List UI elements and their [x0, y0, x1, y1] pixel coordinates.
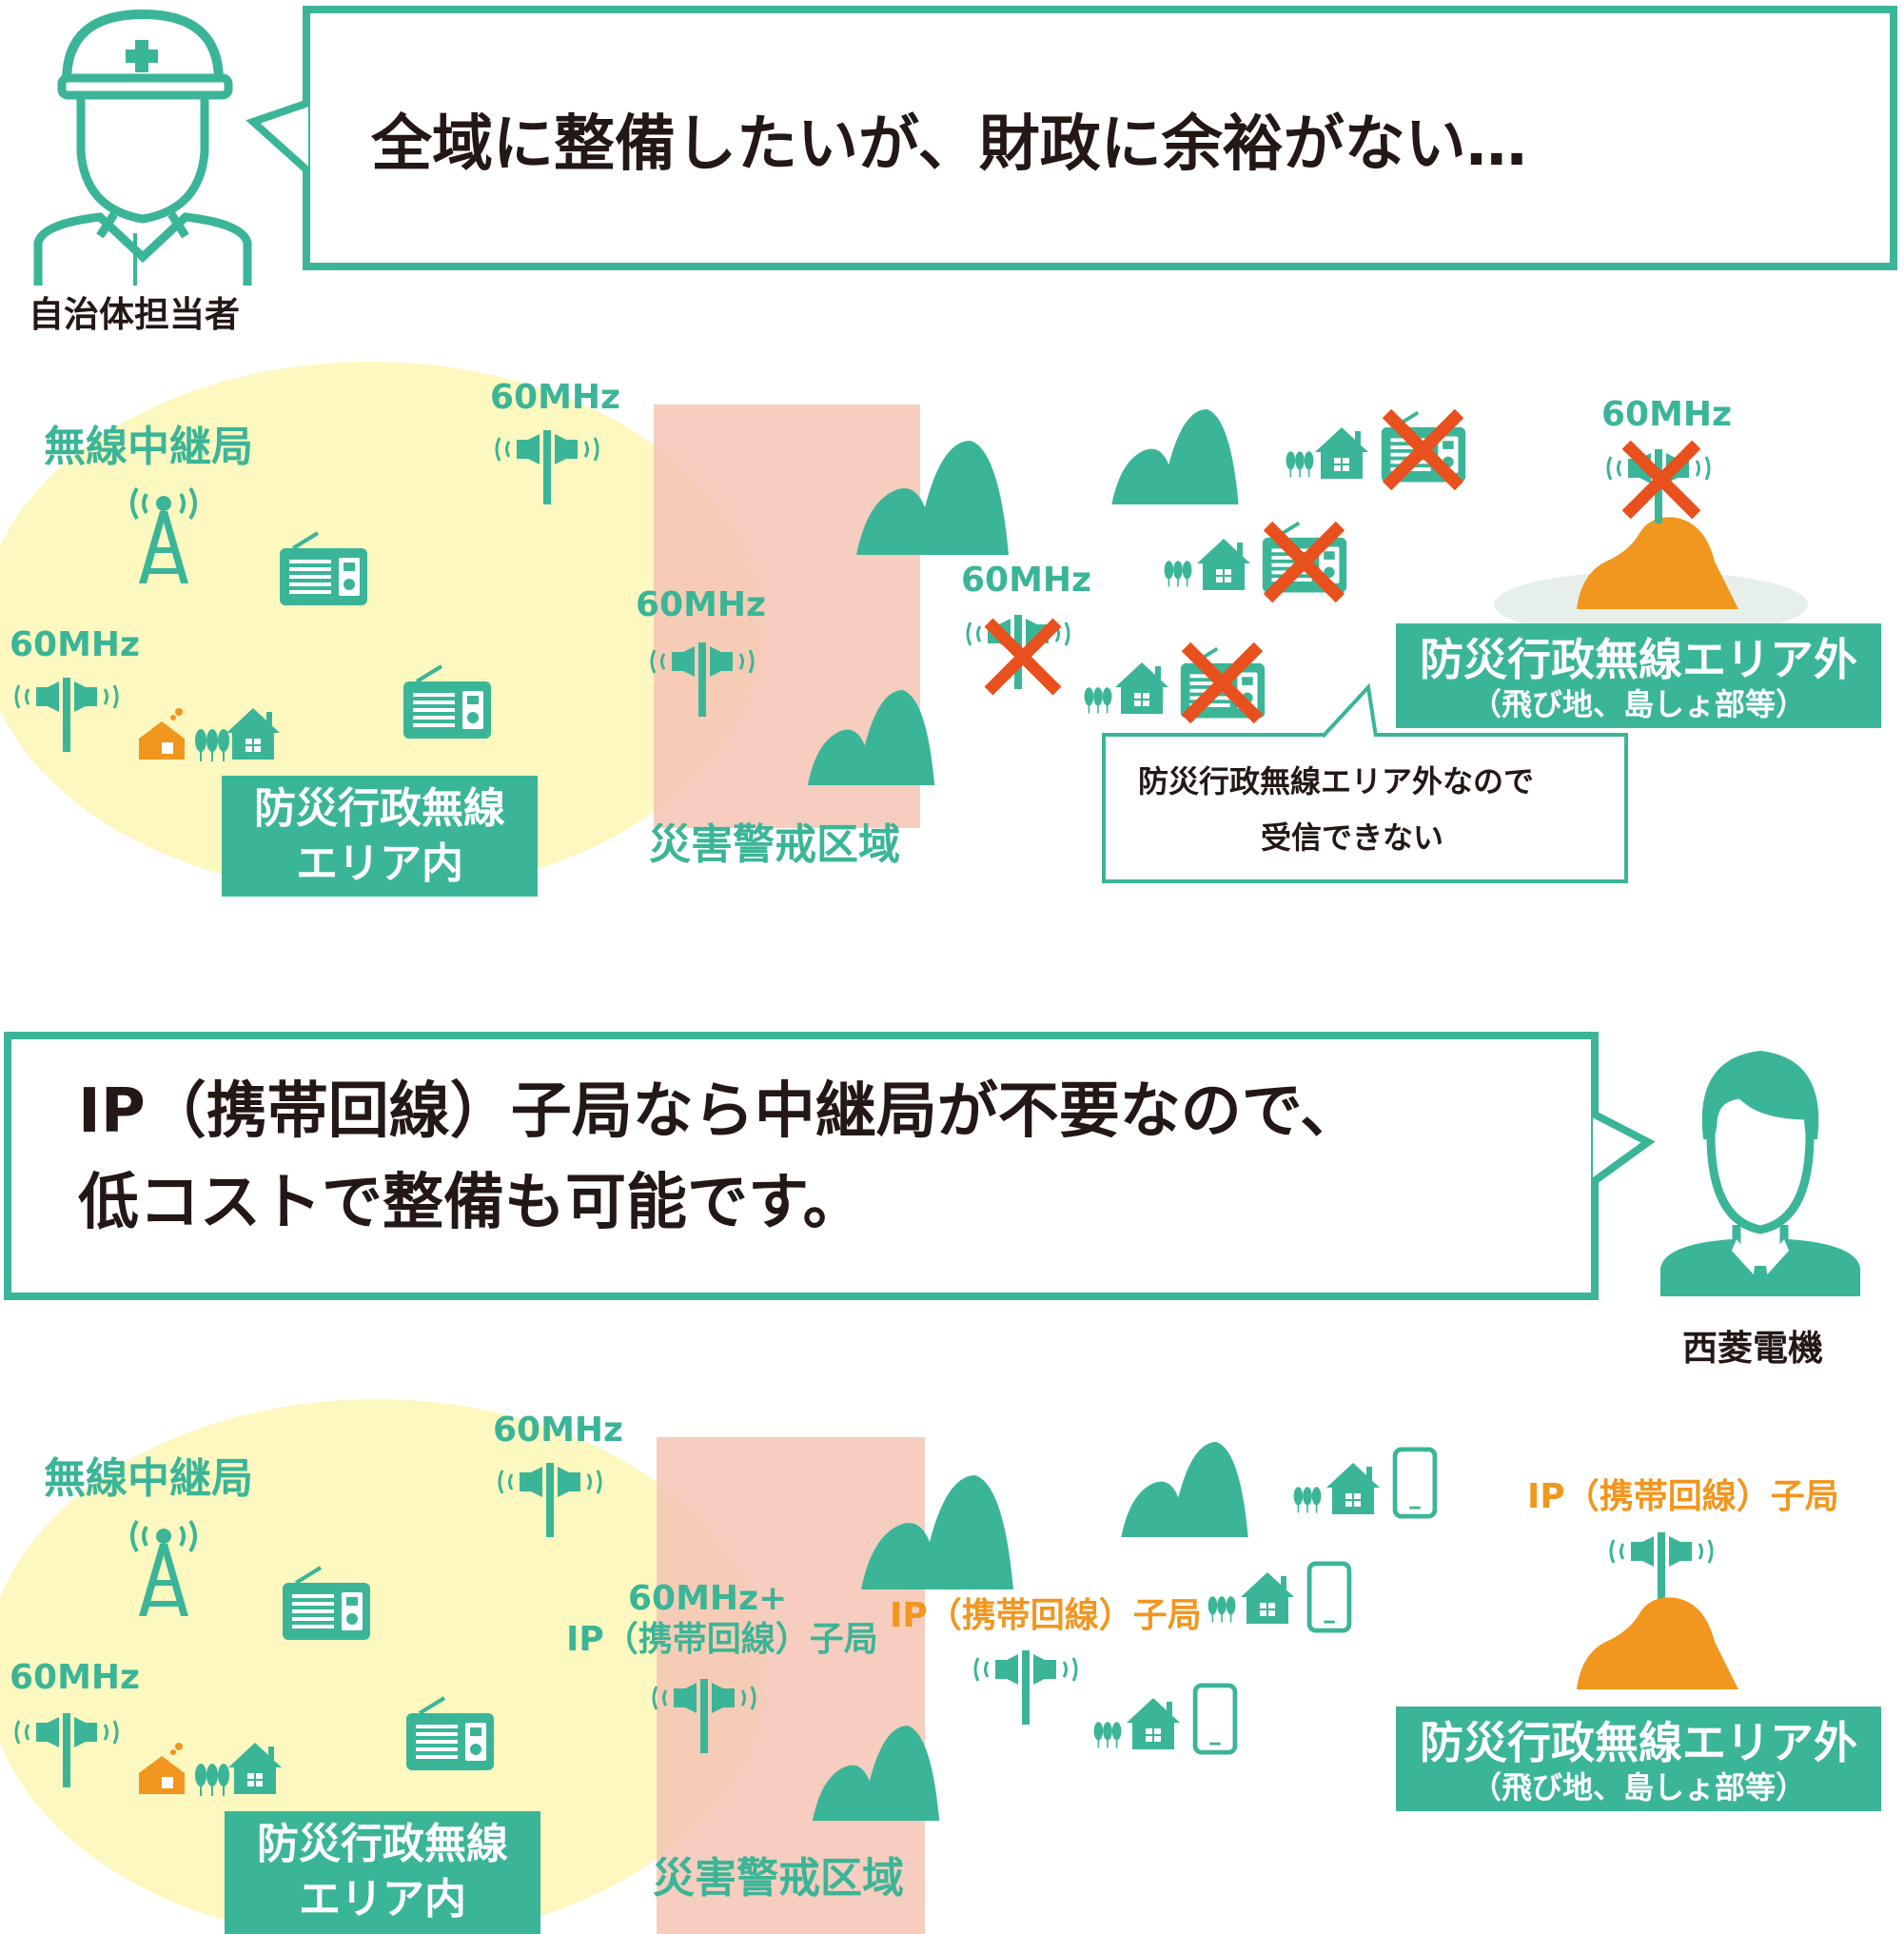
- freq-label: 60MHz: [10, 625, 141, 664]
- freq-label: 60MHz: [490, 378, 621, 417]
- trees-icon: [193, 1760, 231, 1798]
- house-icon: [225, 704, 282, 761]
- speaker-icon: [10, 1702, 124, 1787]
- speaker-icon: [645, 631, 759, 717]
- speaker-icon: [969, 1639, 1083, 1725]
- speech-text-seiryo: IP（携帯回線）子局なら中継局が不要なので、 低コストで整備も可能です。: [78, 1066, 1361, 1249]
- person-label-seiryo: 西菱電機: [1682, 1328, 1823, 1369]
- freq-label: 60MHz: [636, 585, 767, 624]
- mountain-icon: [1094, 409, 1256, 504]
- inside-area-label: 防災行政無線 エリア内: [225, 1811, 540, 1934]
- cross-mark-icon: [1259, 517, 1349, 607]
- speaker-icon: [647, 1668, 761, 1753]
- house-icon: [226, 1739, 284, 1796]
- outside-area-title: 防災行政無線エリア外: [1420, 1717, 1857, 1768]
- mountain-icon: [856, 441, 1009, 555]
- outside-area-title: 防災行政無線エリア外: [1420, 634, 1857, 685]
- speech-bubble-tail: [245, 99, 311, 174]
- warning-zone-label: 災害警戒区域: [653, 1854, 904, 1903]
- mountain-icon: [797, 1726, 954, 1821]
- trees-icon: [1083, 683, 1113, 716]
- speech-text-municipal: 全域に整備したいが、財政に余裕がない…: [371, 109, 1527, 180]
- relay-tower-icon: [126, 481, 202, 585]
- mountain-icon: [1104, 1442, 1266, 1537]
- outside-area-label: 防災行政無線エリア外 （飛び地、島しょ部等）: [1396, 1707, 1881, 1811]
- speaker-icon: [10, 666, 124, 752]
- house-orange-icon: [133, 704, 190, 761]
- outside-area-sub: （飛び地、島しょ部等）: [1470, 1769, 1806, 1806]
- relay-station-label: 無線中継局: [44, 423, 253, 471]
- inside-area-label-line2: エリア内: [299, 1875, 466, 1924]
- speech-line2: 低コストで整備も可能です。: [78, 1168, 864, 1238]
- trees-icon: [1207, 1592, 1237, 1625]
- trees-icon: [1092, 1718, 1123, 1750]
- island-hill-icon: [1572, 1594, 1743, 1689]
- speaker-icon: [493, 1451, 607, 1537]
- trees-icon: [1163, 557, 1193, 589]
- ip-station-label: IP（携帯回線）子局: [890, 1596, 1202, 1635]
- trees-icon: [1292, 1483, 1323, 1515]
- house-icon: [1195, 535, 1252, 592]
- house-icon: [1125, 1694, 1182, 1751]
- person-label-municipal: 自治体担当者: [29, 294, 240, 335]
- speech-line1: IP（携帯回線）子局なら中継局が不要なので、: [78, 1076, 1362, 1147]
- inside-area-label-line2: エリア内: [296, 839, 463, 888]
- house-icon: [1239, 1569, 1296, 1626]
- freq-label: 60MHz: [10, 1658, 141, 1697]
- freq-label: 60MHz: [493, 1411, 624, 1450]
- radio-icon: [279, 1566, 374, 1642]
- coverage-area-inside: [0, 1399, 766, 1934]
- businessman-person-icon: [1660, 1051, 1860, 1296]
- note-line2: 受信できない: [1261, 819, 1444, 856]
- speech-bubble-seiryo: [4, 1032, 1599, 1300]
- freq-label: 60MHz: [1601, 395, 1733, 434]
- house-icon: [1113, 659, 1170, 716]
- ip-station-label: IP（携帯回線）子局: [1527, 1477, 1839, 1516]
- speaker-icon: [490, 419, 604, 504]
- inside-area-label: 防災行政無線 エリア内: [222, 776, 538, 897]
- outside-area-label: 防災行政無線エリア外 （飛び地、島しょ部等）: [1396, 623, 1881, 728]
- phone-icon: [1192, 1683, 1238, 1755]
- note-callout-tail: [1321, 682, 1378, 739]
- radio-icon: [400, 664, 495, 740]
- inside-area-label-line1: 防災行政無線: [257, 1820, 508, 1868]
- phone-icon: [1306, 1561, 1352, 1633]
- note-callout: [1102, 733, 1628, 883]
- house-icon: [1313, 424, 1370, 481]
- house-icon: [1325, 1459, 1382, 1516]
- cross-mark-icon: [980, 614, 1066, 700]
- house-orange-icon: [133, 1739, 190, 1796]
- mountain-icon: [861, 1475, 1013, 1589]
- combo-label-line2: IP（携帯回線）子局: [566, 1620, 878, 1659]
- island-hill-icon: [1572, 514, 1743, 609]
- relay-station-label: 無線中継局: [44, 1454, 253, 1503]
- outside-area-sub: （飛び地、島しょ部等）: [1470, 686, 1806, 722]
- radio-icon: [276, 531, 371, 607]
- speech-bubble-municipal: [303, 6, 1897, 270]
- freq-label: 60MHz: [961, 561, 1092, 600]
- worker-person-icon: [33, 9, 252, 286]
- note-line1: 防災行政無線エリア外なので: [1138, 763, 1535, 799]
- trees-icon: [1285, 447, 1315, 480]
- mountain-icon: [793, 690, 950, 785]
- relay-tower-icon: [126, 1513, 202, 1618]
- coverage-area-inside: [0, 362, 761, 895]
- speech-bubble-tail: [1590, 1110, 1656, 1186]
- cross-mark-icon: [1618, 436, 1705, 523]
- inside-area-label-line1: 防災行政無線: [254, 784, 505, 833]
- cross-mark-icon: [1378, 405, 1468, 495]
- warning-zone-label: 災害警戒区域: [649, 820, 900, 869]
- phone-icon: [1392, 1447, 1438, 1519]
- cross-mark-icon: [1177, 638, 1267, 728]
- combo-label-line1: 60MHz+: [628, 1579, 788, 1618]
- radio-icon: [402, 1696, 498, 1772]
